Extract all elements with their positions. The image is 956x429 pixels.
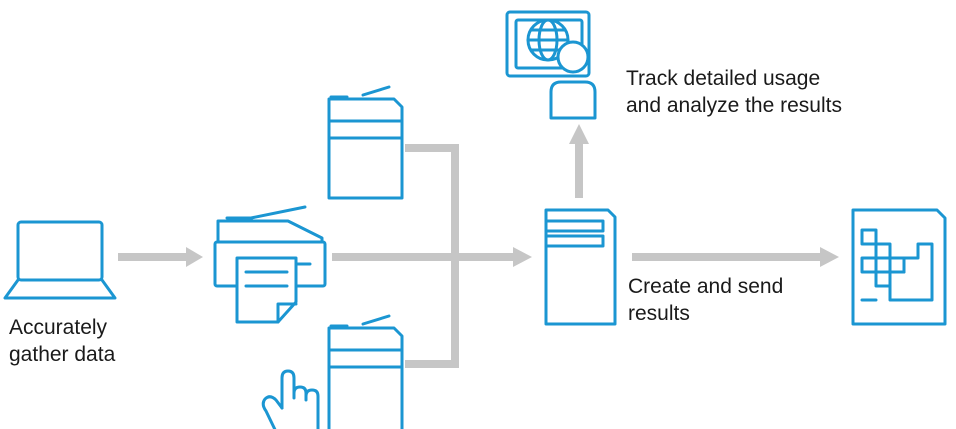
touch-hand-icon [261,369,320,429]
connector-top-printer [405,144,459,257]
connector-bottom-printer [405,257,459,368]
server-icon [544,208,617,326]
label-track-line-1: Track detailed usage [626,67,821,90]
arrow-laptop-to-mfp [118,247,203,267]
label-gather-data: Accurately gather data [9,314,115,368]
label-track-usage: Track detailed usage and analyze the res… [626,65,842,119]
label-create-line-2: results [628,302,690,325]
label-gather-line-2: gather data [9,343,116,366]
printer-icon-top [327,85,404,200]
laptop-icon [3,220,117,300]
label-create-send: Create and send results [628,273,783,327]
connector-arrows [118,124,839,368]
label-create-line-1: Create and send [628,275,784,298]
label-gather-line-1: Accurately [9,316,108,339]
report-document-icon [851,208,947,326]
printer-icon-bottom [327,314,404,429]
arrow-mfp-to-server [332,247,532,267]
arrow-server-to-analyst [569,124,589,198]
arrow-server-to-report [632,247,839,267]
label-track-line-2: and analyze the results [626,94,842,117]
analyst-monitor-icon [505,10,597,120]
multifunction-printer-icon [213,205,327,324]
